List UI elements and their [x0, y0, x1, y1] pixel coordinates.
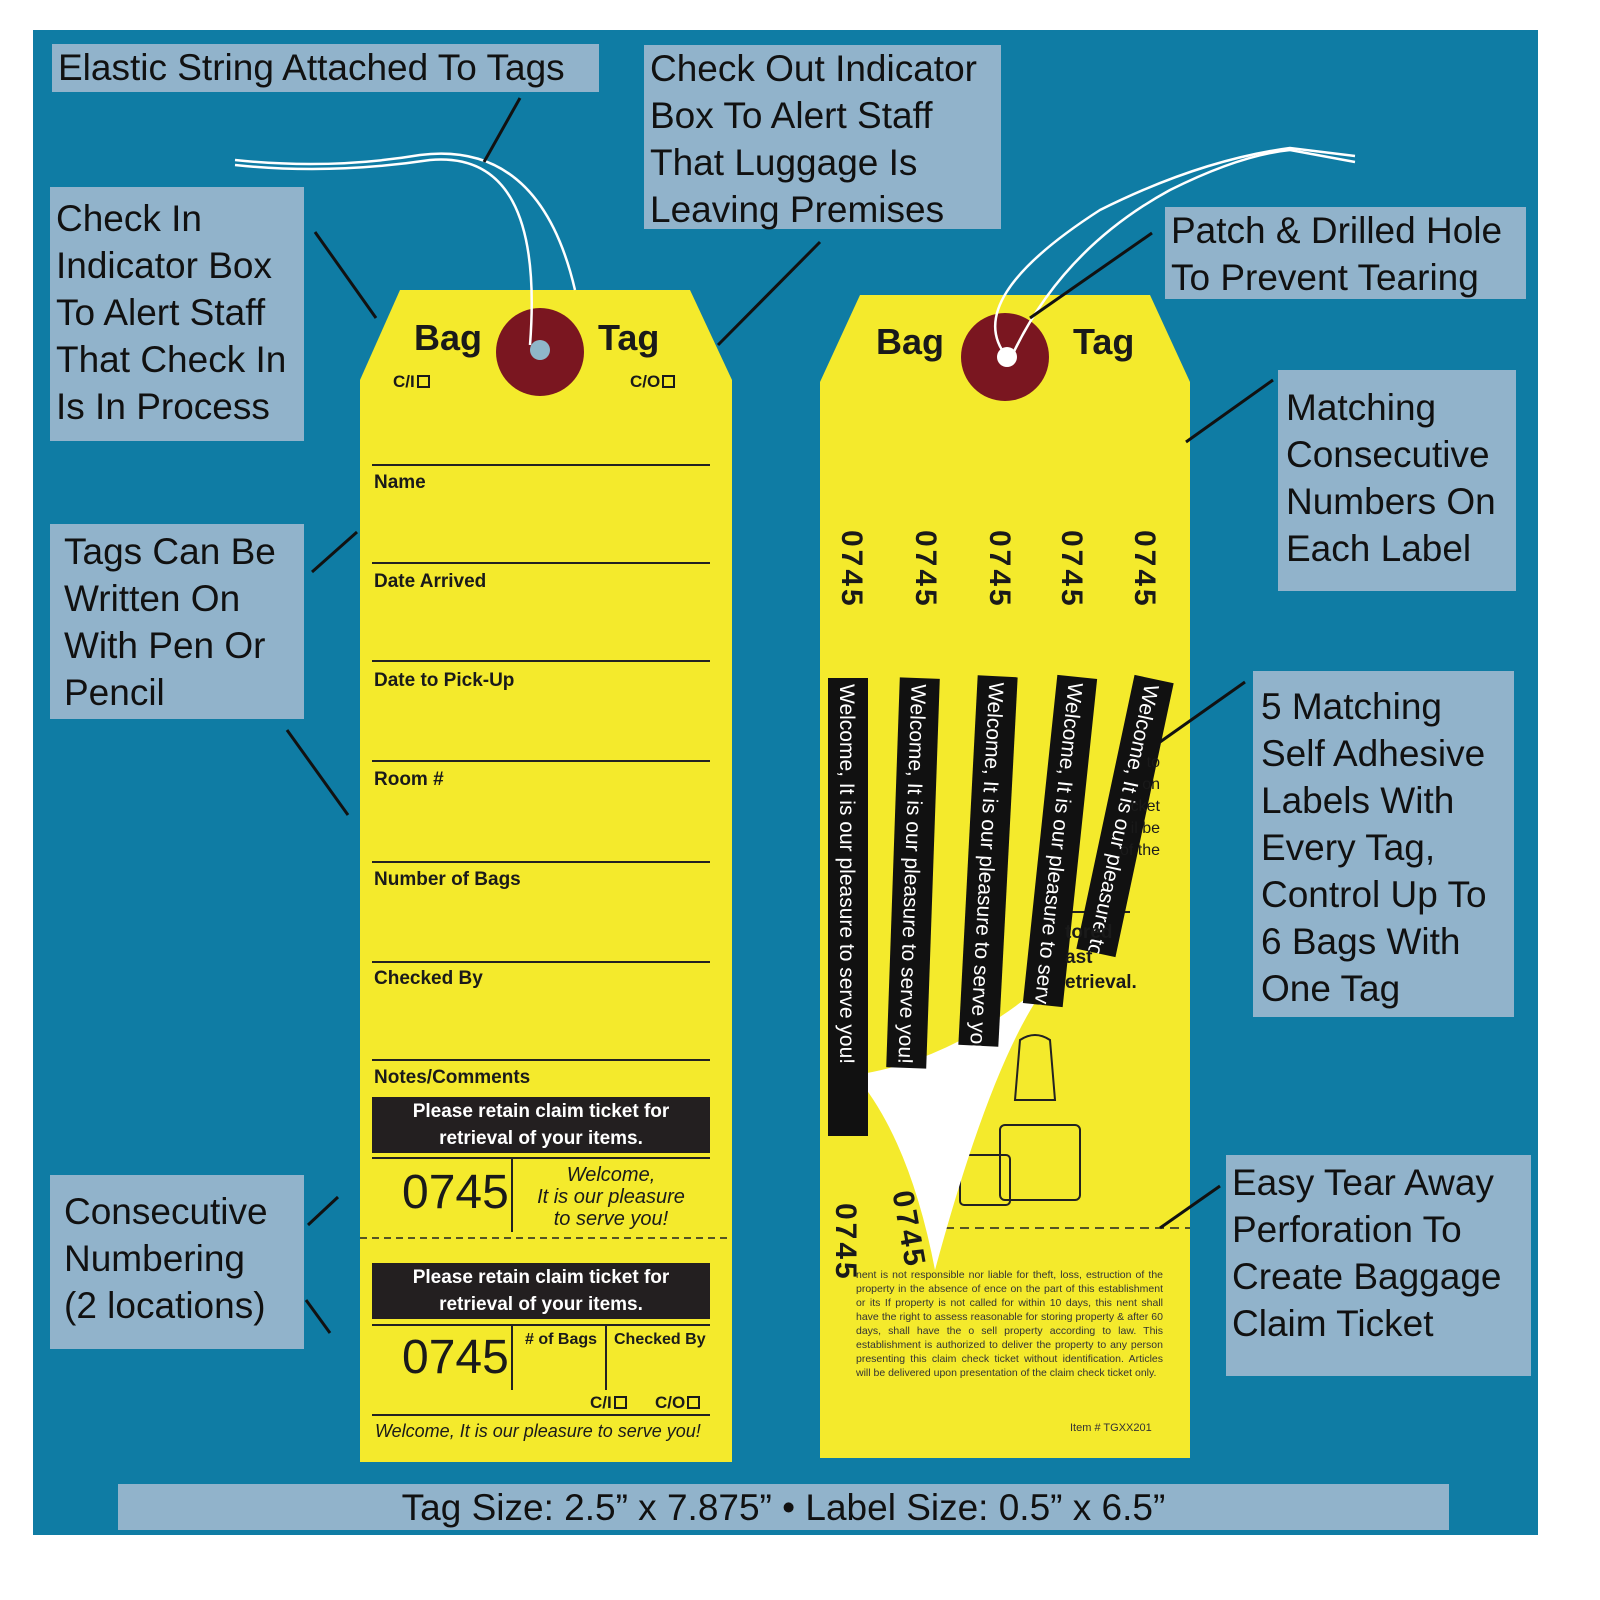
callout-adhesive-labels: 5 Matching Self Adhesive Labels With Eve…	[1253, 671, 1514, 1017]
left-footer: Welcome, It is our pleasure to serve you…	[375, 1421, 701, 1441]
field-name: Name	[374, 472, 426, 493]
elastic-strings	[234, 146, 1356, 361]
label-number-3: 0745	[983, 530, 1016, 609]
checkbox-icon	[416, 375, 430, 388]
callout-matching-numbers: Matching Consecutive Numbers On Each Lab…	[1278, 370, 1516, 591]
field-date-arrived: Date Arrived	[374, 571, 487, 592]
claim-checkout-indicator[interactable]: C/O	[655, 1393, 701, 1413]
field-number-of-bags: Number of Bags	[374, 869, 521, 890]
peeled-label-backing	[855, 970, 1060, 1270]
label-number-2: 0745	[909, 530, 942, 609]
item-number: Item # TGXX201	[1070, 1422, 1152, 1434]
bags-label: # of Bags	[525, 1331, 598, 1348]
ticket-number-top: 0745	[402, 1166, 509, 1219]
checkbox-icon	[662, 375, 676, 388]
liability-fine-print: nent is not responsible nor liable for t…	[856, 1269, 1163, 1379]
callout-tear-away: Easy Tear Away Perforation To Create Bag…	[1226, 1155, 1531, 1376]
claim-checkin-indicator[interactable]: C/I	[590, 1393, 627, 1413]
right-bag-title: Bag	[876, 321, 945, 362]
right-tag-title: Tag	[1073, 321, 1135, 362]
callout-consecutive-numbering: Consecutive Numbering (2 locations)	[50, 1175, 304, 1349]
ticket-number-bottom: 0745	[402, 1331, 509, 1384]
field-checked-by: Checked By	[374, 968, 483, 989]
field-notes: Notes/Comments	[374, 1067, 531, 1088]
label-number-4: 0745	[1055, 530, 1088, 609]
callout-check-in: Check In Indicator Box To Alert Staff Th…	[50, 187, 304, 441]
callout-check-out: Check Out Indicator Box To Alert Staff T…	[644, 45, 1001, 230]
callout-elastic-string: Elastic String Attached To Tags	[52, 44, 599, 92]
checkout-indicator[interactable]: C/O	[630, 372, 676, 392]
callout-patch-hole: Patch & Drilled Hole To Prevent Tearing	[1165, 207, 1526, 299]
left-tag-title: Tag	[598, 317, 660, 358]
left-tag-body	[360, 290, 732, 1462]
callout-write-on: Tags Can Be Written On With Pen Or Penci…	[50, 524, 304, 719]
ci-label: C/I	[393, 372, 415, 391]
checkin-indicator[interactable]: C/I	[393, 372, 430, 392]
adhesive-label-1[interactable]: Welcome, It is our pleasure to serve you…	[828, 678, 868, 1136]
label-number-5: 0745	[1128, 530, 1161, 609]
checked-by-label: Checked By	[614, 1331, 706, 1348]
checkbox-icon	[613, 1396, 627, 1409]
leader-lines	[285, 97, 1274, 1334]
left-bag-title: Bag	[414, 317, 483, 358]
co-label: C/O	[630, 372, 661, 391]
label-number-1: 0745	[835, 530, 868, 609]
checkbox-icon	[687, 1396, 701, 1409]
field-date-pickup: Date to Pick-Up	[374, 670, 515, 691]
left-tag-write-lines	[372, 464, 710, 1416]
size-banner: Tag Size: 2.5” x 7.875” • Label Size: 0.…	[118, 1484, 1449, 1530]
field-room: Room #	[374, 769, 444, 790]
